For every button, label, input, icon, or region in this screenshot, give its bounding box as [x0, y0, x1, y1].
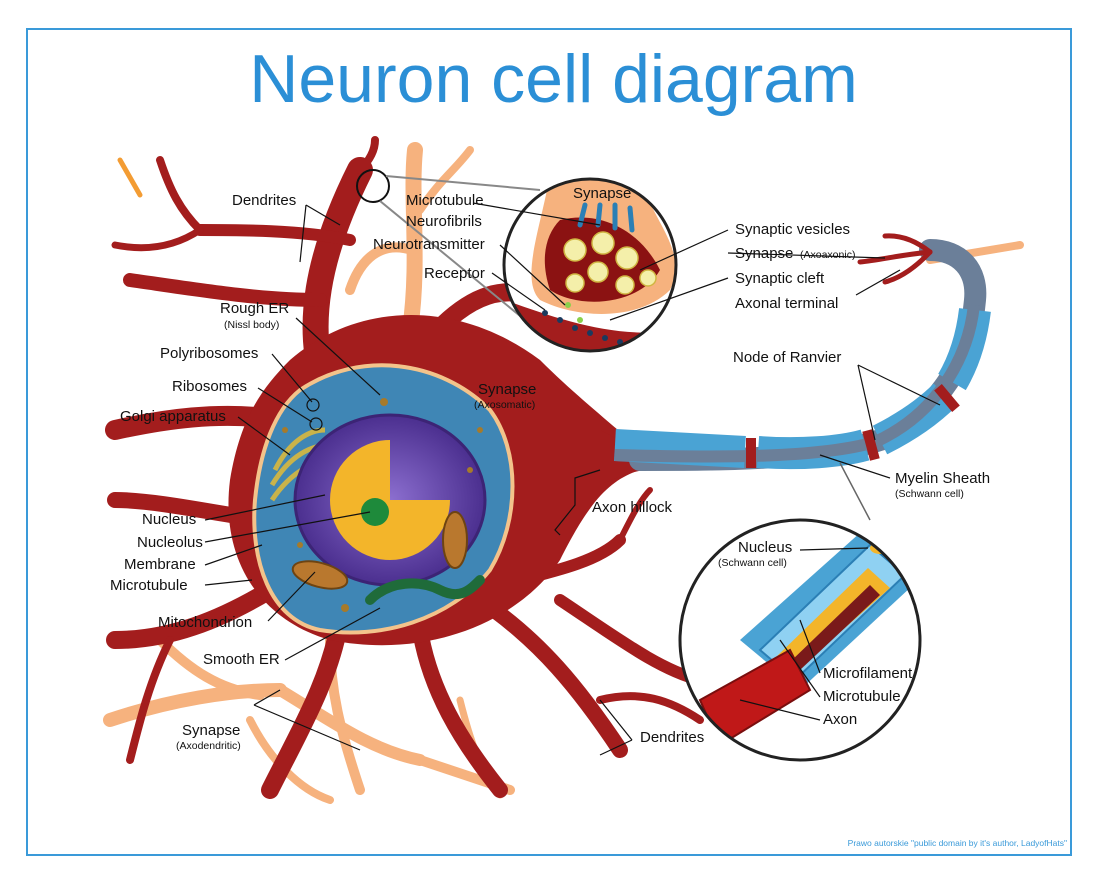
label-myelin-sheath-sub: (Schwann cell) [895, 488, 964, 500]
zoom-line-bottom [379, 200, 526, 321]
leader-lines [204, 202, 941, 756]
nucleus-cutaway [330, 440, 450, 560]
ribosomes [282, 398, 483, 612]
smooth-er [365, 575, 485, 605]
synapse-inset [504, 179, 676, 351]
label-nucleus-schwann-sub: (Schwann cell) [718, 557, 787, 569]
zoom-line-top [385, 175, 541, 191]
nodes-of-ranvier [746, 384, 960, 468]
label-microtubule-axon: Microtubule [823, 688, 901, 705]
nucleolus [361, 498, 389, 526]
label-synapse-inset: Synapse [573, 185, 631, 202]
axon-inset [680, 520, 920, 760]
axon-zoom-line [839, 462, 871, 521]
label-synapse-axoaxonic-sub: (Axoaxonic) [800, 249, 855, 261]
label-axonal-terminal: Axonal terminal [735, 295, 838, 312]
label-nucleus-schwann: Nucleus [738, 539, 792, 556]
synapse-inset-border [502, 177, 678, 353]
label-microtubule-cell: Microtubule [110, 577, 188, 594]
axon-inset-border [678, 518, 922, 762]
label-synapse-axoaxonic: Synapse [735, 245, 793, 262]
myelin-sheath [614, 307, 991, 470]
label-axon: Axon [823, 711, 857, 728]
label-smooth-er: Smooth ER [203, 651, 280, 668]
label-dendrites-top: Dendrites [232, 192, 296, 209]
label-neurofibrils: Neurofibrils [406, 213, 482, 230]
synapse-zoom-source [356, 169, 390, 203]
label-node-of-ranvier: Node of Ranvier [733, 349, 841, 366]
mitochondrion-2 [442, 511, 468, 569]
label-nucleolus: Nucleolus [137, 534, 203, 551]
label-microtubule-synapse: Microtubule [406, 192, 484, 209]
label-polyribosomes: Polyribosomes [160, 345, 258, 362]
label-synapse-axosomatic: Synapse [478, 381, 536, 398]
label-ribosomes: Ribosomes [172, 378, 247, 395]
label-microfilament: Microfilament [823, 665, 913, 682]
label-golgi-apparatus: Golgi apparatus [120, 408, 226, 425]
label-myelin-sheath: Myelin Sheath [895, 470, 990, 487]
label-nucleus: Nucleus [142, 511, 196, 528]
copyright-credit: Prawo autorskie "public domain by it's a… [847, 838, 1067, 848]
label-dendrites-bottom: Dendrites [640, 729, 704, 746]
label-mitochondrion: Mitochondrion [158, 614, 252, 631]
polyribosomes-marker [306, 398, 320, 412]
label-rough-er: Rough ER [220, 300, 289, 317]
label-synaptic-vesicles: Synaptic vesicles [735, 221, 850, 238]
diagram-title: Neuron cell diagram [249, 41, 858, 117]
label-receptor: Receptor [424, 265, 485, 282]
label-membrane: Membrane [124, 556, 196, 573]
labels: Dendrites Rough ER (Nissl body) Polyribo… [110, 185, 990, 752]
ribosomes-marker [309, 417, 323, 431]
label-synapse-axodendritic-sub: (Axodendritic) [176, 740, 241, 752]
label-synaptic-cleft: Synaptic cleft [735, 270, 825, 287]
diagram-frame [26, 28, 1072, 856]
axon-terminal [857, 233, 933, 285]
label-rough-er-sub: (Nissl body) [224, 319, 279, 331]
label-axon-hillock: Axon hillock [592, 499, 673, 516]
label-neurotransmitter: Neurotransmitter [373, 236, 485, 253]
label-synapse-axosomatic-sub: (Axosomatic) [474, 399, 535, 411]
label-synapse-axodendritic: Synapse [182, 722, 240, 739]
